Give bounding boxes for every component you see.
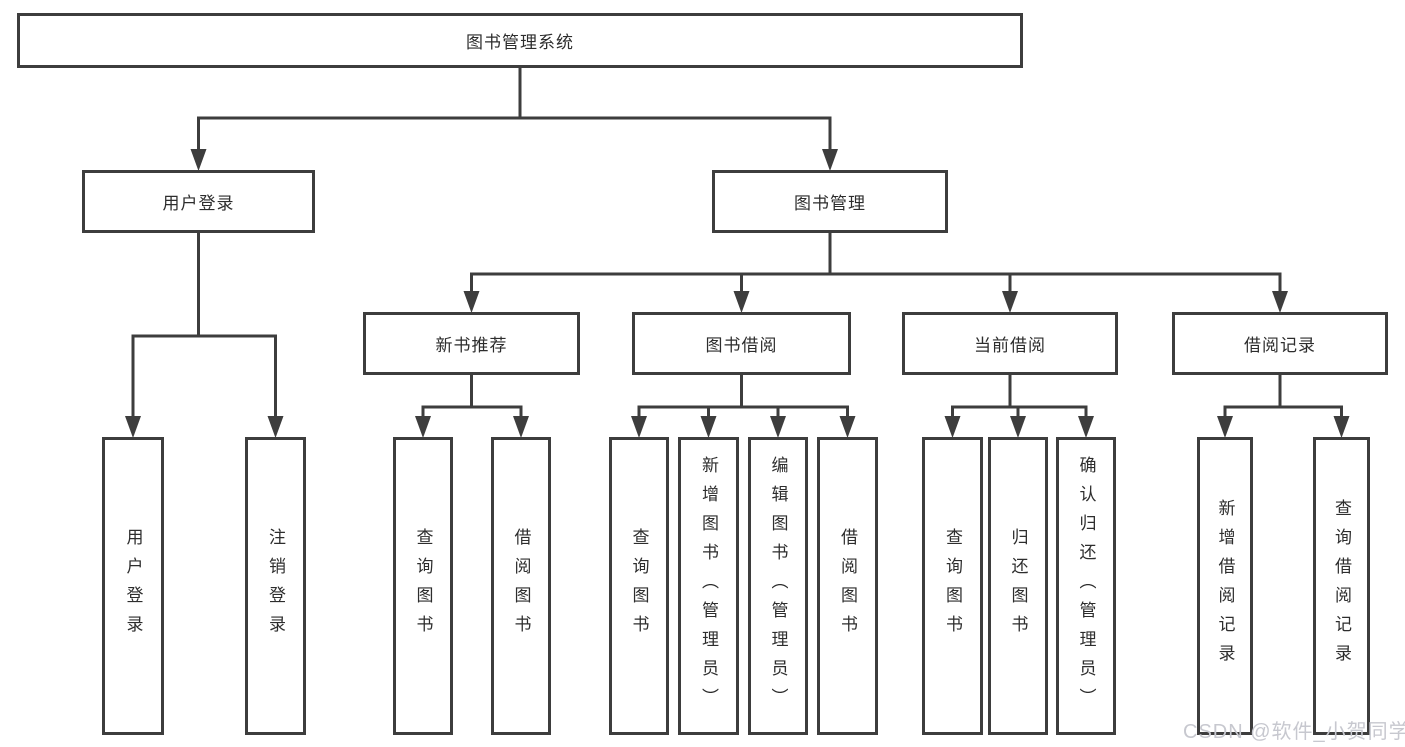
connector-root-bar	[197, 116, 832, 150]
arrow-to-records	[1272, 291, 1288, 313]
leaf-confirm-return-admin: 确认归还（管理员）	[1056, 437, 1116, 735]
arrow-leaf-7	[770, 416, 786, 438]
node-borrow-records: 借阅记录	[1172, 312, 1388, 375]
leaf-borrow-books: 借阅图书	[817, 437, 878, 735]
leaf-label: 借阅图书	[511, 528, 531, 644]
leaf-label: 查询借阅记录	[1332, 499, 1351, 673]
node-book-management: 图书管理	[712, 170, 948, 233]
leaf-label: 新增图书（管理员）	[699, 455, 718, 717]
arrow-leaf-12	[1217, 416, 1233, 438]
node-library-management-system: 图书管理系统	[17, 13, 1023, 68]
leaf-label: 用户登录	[123, 528, 143, 644]
connector-bookborrow-bar	[637, 405, 849, 417]
arrow-leaf-6	[700, 416, 717, 438]
connector-bookmgmt-bar	[470, 272, 1282, 292]
leaf-add-borrow-record: 新增借阅记录	[1197, 437, 1253, 735]
arrow-leaf-5	[631, 416, 647, 438]
arrow-leaf-13	[1333, 416, 1350, 438]
arrow-to-bookmgmt	[822, 149, 838, 171]
leaf-user-login: 用户登录	[102, 437, 164, 735]
node-label: 当前借阅	[974, 336, 1046, 355]
arrowheads	[125, 149, 1350, 438]
node-new-book-recommend: 新书推荐	[363, 312, 580, 375]
arrow-leaf-10	[1010, 416, 1026, 438]
leaf-label: 编辑图书（管理员）	[768, 455, 788, 717]
connector-newbook-bar	[421, 405, 523, 417]
leaf-return-books: 归还图书	[988, 437, 1048, 735]
arrow-to-newbook	[463, 291, 480, 313]
arrow-leaf-9	[944, 416, 961, 438]
arrow-to-currentborrow	[1002, 291, 1018, 313]
node-label: 新书推荐	[435, 336, 508, 355]
leaf-query-books-recommend: 查询图书	[393, 437, 453, 735]
node-book-borrow: 图书借阅	[632, 312, 851, 375]
leaf-add-books-admin: 新增图书（管理员）	[678, 437, 739, 735]
node-label: 用户登录	[162, 194, 235, 213]
leaf-label: 借阅图书	[838, 528, 857, 644]
node-current-borrow: 当前借阅	[902, 312, 1118, 375]
leaf-label: 注销登录	[266, 528, 285, 644]
leaf-query-borrow-record: 查询借阅记录	[1313, 437, 1370, 735]
node-label: 借阅记录	[1244, 336, 1316, 355]
connector-records-bar	[1223, 405, 1343, 417]
leaf-query-books-current: 查询图书	[922, 437, 983, 735]
arrow-leaf-11	[1078, 416, 1094, 438]
arrow-leaf-8	[839, 416, 856, 438]
leaf-label: 确认归还（管理员）	[1076, 455, 1096, 717]
leaf-label: 归还图书	[1008, 528, 1028, 644]
arrow-leaf-1	[125, 416, 141, 438]
connector-userlogin-bar	[131, 334, 277, 417]
leaf-borrow-books-recommend: 借阅图书	[491, 437, 551, 735]
leaf-edit-books-admin: 编辑图书（管理员）	[748, 437, 808, 735]
arrow-leaf-2	[267, 416, 284, 438]
arrow-leaf-4	[513, 416, 529, 438]
arrow-to-userlogin	[190, 149, 207, 171]
node-label: 图书管理	[794, 194, 866, 213]
leaf-label: 查询图书	[413, 528, 433, 644]
leaf-logout: 注销登录	[245, 437, 306, 735]
arrow-to-bookborrow	[733, 291, 750, 313]
arrow-leaf-3	[415, 416, 431, 438]
leaf-query-books-borrow: 查询图书	[609, 437, 669, 735]
node-user-login: 用户登录	[82, 170, 315, 233]
node-label: 图书借阅	[705, 336, 778, 355]
node-label: 图书管理系统	[466, 33, 574, 52]
leaf-label: 查询图书	[943, 528, 962, 644]
leaf-label: 新增借阅记录	[1215, 499, 1235, 673]
csdn-watermark: CSDN @软件_小贺同学	[1183, 721, 1405, 743]
leaf-label: 查询图书	[629, 528, 649, 644]
